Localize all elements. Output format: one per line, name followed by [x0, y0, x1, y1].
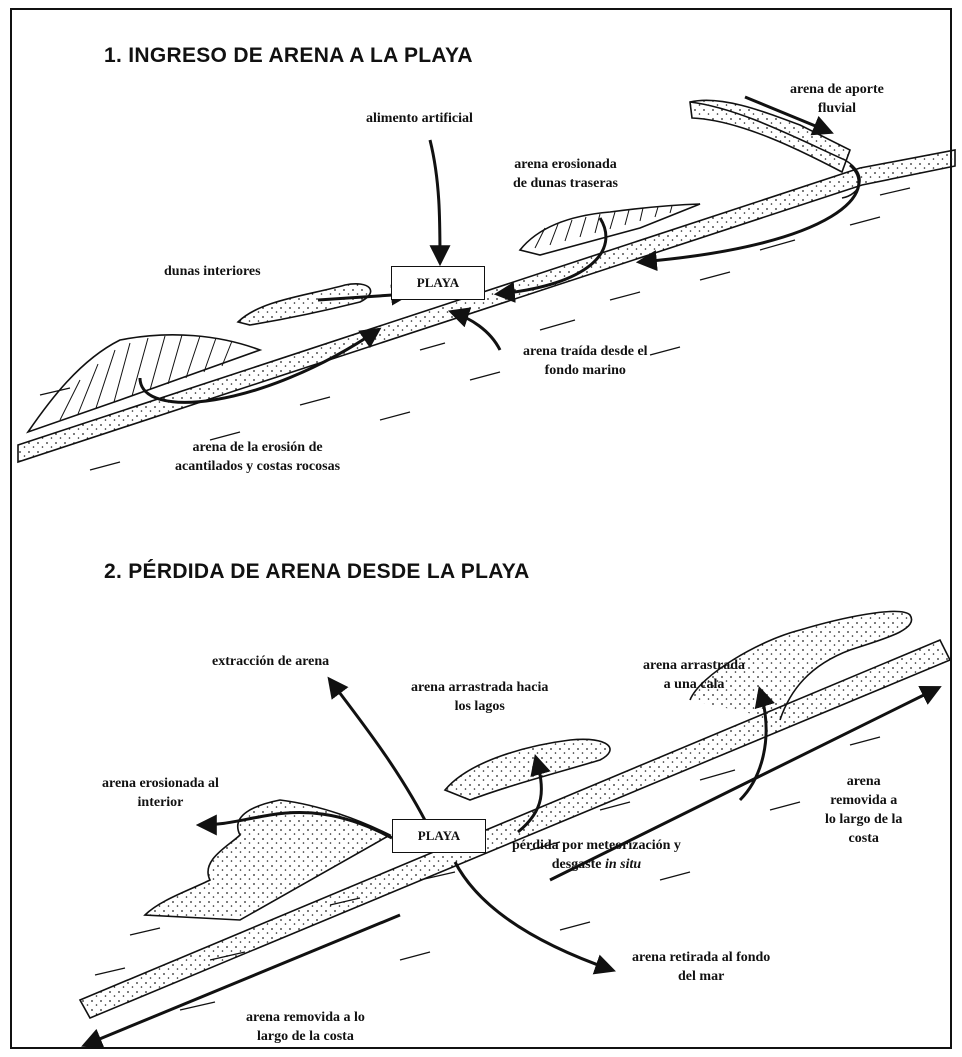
- section2-heading: 2. PÉRDIDA DE ARENA DESDE LA PLAYA: [104, 560, 530, 584]
- interior-dune-1: [238, 284, 371, 325]
- playa-box-1: PLAYA: [391, 266, 485, 300]
- label-meteorizacion: pérdida por meteorización y desgaste in …: [512, 836, 681, 874]
- arrow-artificial: [430, 140, 440, 262]
- label-artificial: alimento artificial: [366, 109, 473, 128]
- section1-coastline: [18, 100, 955, 470]
- arrow-fondo-mar: [455, 862, 612, 970]
- playa-box-2: PLAYA: [392, 819, 486, 853]
- label-extraccion: extracción de arena: [212, 652, 329, 671]
- section2-coastline: [80, 611, 950, 1018]
- beach-strip-1: [18, 150, 955, 462]
- label-dunas-interiores: dunas interiores: [164, 262, 261, 281]
- section1-arrows: [140, 97, 859, 402]
- section1-heading: 1. INGRESO DE ARENA A LA PLAYA: [104, 44, 473, 68]
